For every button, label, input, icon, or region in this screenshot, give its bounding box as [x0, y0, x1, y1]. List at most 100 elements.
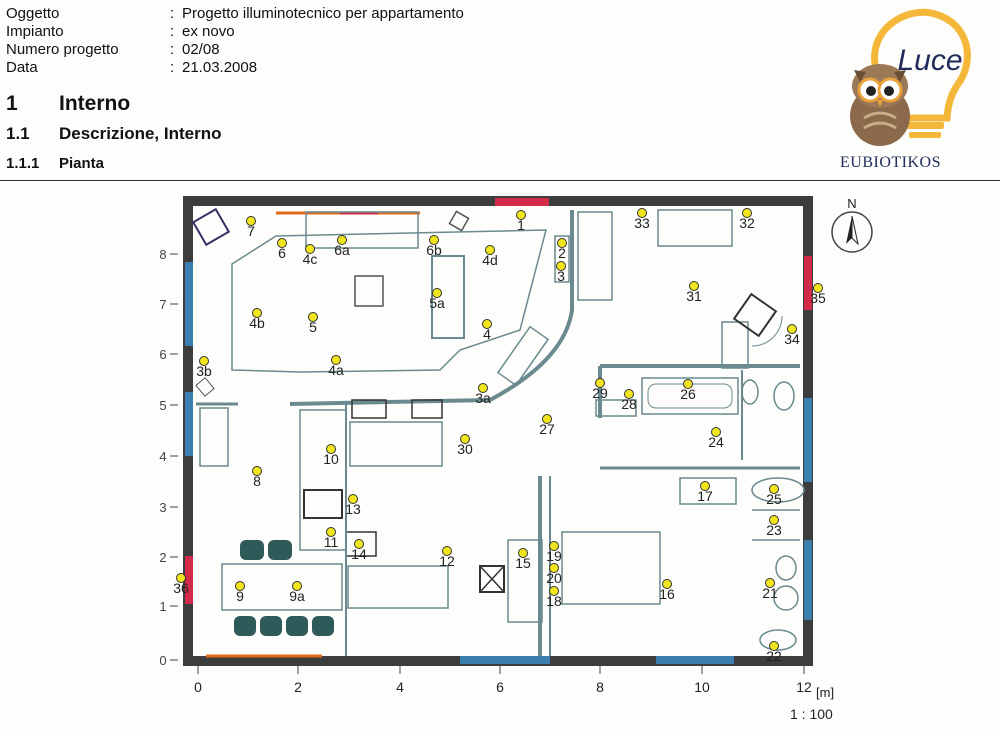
sofa [431, 255, 465, 339]
light-fixture-5[interactable]: 5 [308, 312, 318, 336]
fixture-label: 8 [253, 473, 261, 489]
armchair [354, 275, 384, 307]
lamp-icon [235, 581, 245, 591]
light-fixture-15[interactable]: 15 [515, 548, 531, 572]
light-fixture-28[interactable]: 28 [621, 389, 637, 413]
lamp-icon [292, 581, 302, 591]
lamp-icon [305, 244, 315, 254]
light-fixture-6b[interactable]: 6b [426, 235, 442, 259]
lamp-icon [769, 484, 779, 494]
light-fixture-5a[interactable]: 5a [429, 288, 445, 312]
fixture-label: 24 [708, 434, 724, 450]
fixture-label: 18 [546, 593, 562, 609]
lamp-icon [549, 563, 559, 573]
fixture-label: 30 [457, 441, 473, 457]
lamp-icon [326, 527, 336, 537]
light-fixture-17[interactable]: 17 [697, 481, 713, 505]
kitchen-counter [299, 409, 347, 551]
lamp-icon [662, 579, 672, 589]
light-fixture-30[interactable]: 30 [457, 434, 473, 458]
fixture-label: 34 [784, 331, 800, 347]
header-row-impianto: Impianto:ex novo [6, 23, 235, 40]
lamp-icon [337, 235, 347, 245]
light-fixture-33[interactable]: 33 [634, 208, 650, 232]
light-fixture-4c[interactable]: 4c [303, 244, 318, 268]
light-fixture-27[interactable]: 27 [539, 414, 555, 438]
fixture-label: 32 [739, 215, 755, 231]
light-fixture-19[interactable]: 19 [546, 541, 562, 565]
fixture-label: 28 [621, 396, 637, 412]
door-east [804, 256, 812, 310]
light-fixture-3a[interactable]: 3a [475, 383, 491, 407]
light-fixture-4d[interactable]: 4d [482, 245, 498, 269]
light-fixture-4b[interactable]: 4b [249, 308, 265, 332]
light-fixture-24[interactable]: 24 [708, 427, 724, 451]
light-fixture-35[interactable]: 35 [810, 283, 826, 307]
dining-table [221, 563, 343, 611]
light-fixture-22[interactable]: 22 [766, 641, 782, 665]
light-fixture-25[interactable]: 25 [766, 484, 782, 508]
light-fixture-6[interactable]: 6 [277, 238, 287, 262]
light-fixture-4a[interactable]: 4a [328, 355, 344, 379]
light-fixture-31[interactable]: 31 [686, 281, 702, 305]
light-fixture-34[interactable]: 34 [784, 324, 800, 348]
light-fixture-12[interactable]: 12 [439, 546, 455, 570]
light-fixture-10[interactable]: 10 [323, 444, 339, 468]
light-fixture-1[interactable]: 1 [516, 210, 526, 234]
fixture-label: 4 [483, 326, 491, 342]
light-fixture-23[interactable]: 23 [766, 515, 782, 539]
light-fixture-29[interactable]: 29 [592, 378, 608, 402]
fixture-label: 12 [439, 553, 455, 569]
lamp-icon [769, 515, 779, 525]
light-fixture-3b[interactable]: 3b [196, 356, 212, 380]
light-fixture-4[interactable]: 4 [482, 319, 492, 343]
fixture-label: 9 [236, 588, 244, 604]
door-west [185, 556, 193, 604]
lamp-icon [549, 586, 559, 596]
light-fixture-11[interactable]: 11 [324, 527, 339, 551]
lamp-icon [485, 245, 495, 255]
light-fixture-3[interactable]: 3 [556, 261, 566, 285]
wardrobe-center [507, 539, 543, 623]
lamp-icon [308, 312, 318, 322]
light-fixture-36[interactable]: 36 [173, 573, 189, 597]
light-fixture-2[interactable]: 2 [557, 238, 567, 262]
light-fixture-20[interactable]: 20 [546, 563, 562, 587]
axis-unit-label: [m] [816, 685, 834, 700]
light-fixture-8[interactable]: 8 [252, 466, 262, 490]
lamp-icon [326, 444, 336, 454]
x-tick-label: 2 [294, 679, 302, 695]
light-fixture-32[interactable]: 32 [739, 208, 755, 232]
window-east-lower [804, 540, 812, 620]
living-area-outline [231, 229, 547, 373]
chairs-top [240, 540, 292, 560]
light-fixture-26[interactable]: 26 [680, 379, 696, 403]
lamp-icon [460, 434, 470, 444]
x-tick-label: 10 [694, 679, 710, 695]
fixture-label: 5 [309, 319, 317, 335]
x-tick-label: 4 [396, 679, 404, 695]
y-tick-label: 5 [159, 398, 166, 413]
light-fixture-9a[interactable]: 9a [289, 581, 305, 605]
lamp-icon [354, 539, 364, 549]
luce-owl-logo: Luce [850, 8, 971, 146]
lamp-icon [557, 238, 567, 248]
lamp-icon [478, 383, 488, 393]
light-fixture-16[interactable]: 16 [659, 579, 675, 603]
light-fixture-6a[interactable]: 6a [334, 235, 350, 259]
lamp-icon [769, 641, 779, 651]
light-fixture-9[interactable]: 9 [235, 581, 245, 605]
light-fixture-13[interactable]: 13 [345, 494, 361, 518]
light-fixture-21[interactable]: 21 [762, 578, 778, 602]
light-fixture-18[interactable]: 18 [546, 586, 562, 610]
fixture-label: 19 [546, 548, 562, 564]
toilet-icon [741, 379, 759, 405]
lamp-icon [542, 414, 552, 424]
y-tick-label: 2 [159, 550, 166, 565]
light-fixture-7[interactable]: 7 [246, 216, 256, 240]
x-tick-label: 8 [596, 679, 604, 695]
light-fixture-14[interactable]: 14 [351, 539, 367, 563]
